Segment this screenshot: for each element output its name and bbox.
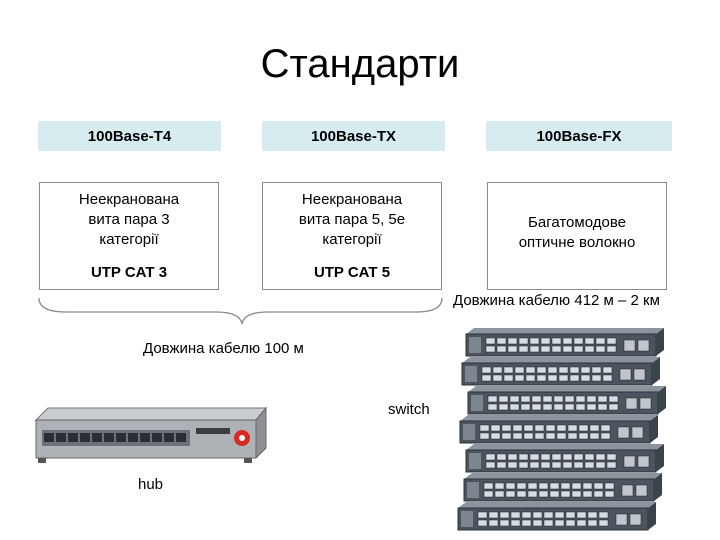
switch-unit (457, 502, 656, 531)
fiber-length-label: Довжина кабелю 412 м – 2 км (453, 292, 660, 309)
desc-line: вита пара 3 (88, 211, 170, 228)
slide-title: Стандарти (260, 42, 460, 86)
switch-unit (465, 328, 664, 357)
desc-line: категорії (322, 231, 382, 248)
standard-box-fx: Багатомодове оптичне волокно (487, 182, 667, 290)
desc-line: Неекранована (301, 191, 403, 208)
switch-label: switch (388, 401, 430, 418)
cable-type-t4: UTP CAT 3 (90, 264, 168, 281)
grouping-brace (38, 297, 443, 325)
switch-unit (461, 357, 660, 386)
switch-stack-image (457, 328, 666, 531)
standard-header-t4: 100Base-T4 (38, 121, 221, 151)
copper-length-label: Довжина кабелю 100 м (143, 340, 304, 357)
switch-unit (465, 444, 664, 473)
standard-header-tx: 100Base-TX (262, 121, 445, 151)
desc-line: Неекранована (78, 191, 180, 208)
standard-header-fx: 100Base-FX (486, 121, 672, 151)
hub-image (34, 406, 268, 463)
switch-unit (459, 415, 658, 444)
desc-line: категорії (99, 231, 159, 248)
desc-line: вита пара 5, 5е (298, 211, 406, 228)
desc-line: оптичне волокно (518, 234, 636, 251)
standard-box-t4: Неекранована вита пара 3 категорії UTP C… (39, 182, 219, 290)
switch-unit (463, 473, 662, 502)
switch-unit (467, 386, 666, 415)
standard-box-tx: Неекранована вита пара 5, 5е категорії U… (262, 182, 442, 290)
hub-label: hub (138, 476, 164, 493)
desc-line: Багатомодове (528, 214, 626, 231)
cable-type-tx: UTP CAT 5 (313, 264, 391, 281)
